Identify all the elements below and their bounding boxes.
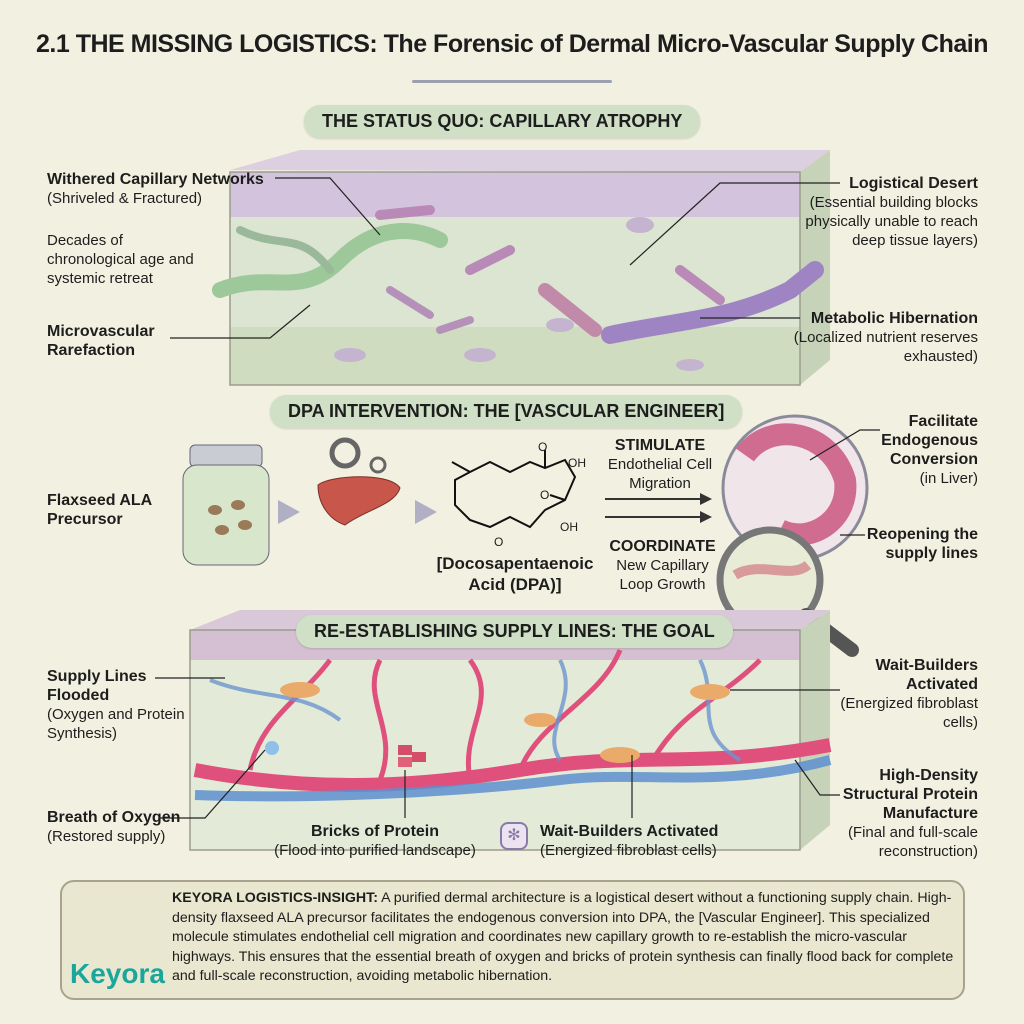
- label-wait-builders-right: Wait-Builders Activated(Energized fibrob…: [840, 657, 978, 731]
- label-supply-flooded: Supply Lines Flooded(Oxygen and Protein …: [47, 668, 185, 742]
- title-divider: [412, 80, 612, 83]
- label-reopening: Reopening the supply lines: [866, 526, 978, 562]
- label-bricks-of-protein: Bricks of Protein(Flood into purified la…: [274, 823, 476, 859]
- label-high-density: High-Density Structural Protein Manufact…: [842, 767, 978, 860]
- atom-o: O: [538, 440, 548, 454]
- vessel-cross-section-icon: [721, 414, 869, 562]
- section-header-status-quo: THE STATUS QUO: CAPILLARY ATROPHY: [304, 105, 701, 138]
- section-header-intervention: DPA INTERVENTION: THE [VASCULAR ENGINEER…: [270, 395, 743, 428]
- arrow-icon: [278, 500, 300, 524]
- keyora-logo-text: Keyora: [70, 958, 165, 989]
- atom-oh: OH: [568, 456, 586, 470]
- label-wait-builders: Wait-Builders Activated(Energized fibrob…: [540, 823, 719, 859]
- arrow-icon: [415, 500, 437, 524]
- label-withered-capillaries: Withered Capillary Networks(Shriveled & …: [47, 171, 264, 207]
- label-logistical-desert: Logistical Desert(Essential building blo…: [805, 175, 978, 249]
- atom-o: O: [540, 488, 550, 502]
- label-flaxseed: Flaxseed ALA Precursor: [47, 492, 152, 528]
- dpa-molecule-structure: [451, 450, 577, 529]
- label-breath-of-oxygen: Breath of Oxygen(Restored supply): [47, 809, 181, 845]
- atrophied-skin-block: [212, 150, 830, 386]
- atom-oh: OH: [560, 520, 578, 534]
- section-header-goal: RE-ESTABLISHING SUPPLY LINES: THE GOAL: [296, 615, 733, 648]
- label-rarefaction: Microvascular Rarefaction: [47, 323, 155, 359]
- atom-o: O: [494, 535, 504, 549]
- liver-icon: [317, 437, 401, 526]
- fibroblast-icon: ✻: [500, 822, 528, 850]
- label-metabolic-hibernation: Metabolic Hibernation(Localized nutrient…: [793, 310, 978, 365]
- label-decades: Decades of chronological age and systemi…: [47, 232, 194, 287]
- insight-text: KEYORA LOGISTICS-INSIGHT: A purified der…: [172, 890, 954, 984]
- insight-box: [60, 880, 965, 1000]
- page-title: 2.1 THE MISSING LOGISTICS: The Forensic …: [36, 30, 988, 58]
- flaxseed-jar-icon: [182, 444, 270, 566]
- label-facilitate-conversion: Facilitate Endogenous Conversion(in Live…: [881, 413, 978, 487]
- molecule-name: [Docosapentaenoic Acid (DPA)]: [436, 554, 594, 594]
